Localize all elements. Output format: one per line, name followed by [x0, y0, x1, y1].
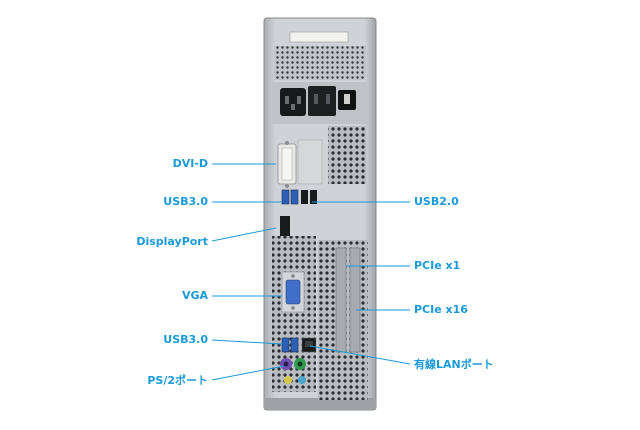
usb30-bottom-port-2	[290, 337, 299, 353]
side-vent-upper	[328, 126, 366, 184]
usb20-port-1	[301, 190, 308, 204]
power-inlet	[280, 88, 306, 116]
leader-lan	[309, 345, 411, 365]
leader-displayport	[211, 227, 277, 242]
vga-port	[285, 279, 301, 305]
usb30-bottom-port-1	[281, 337, 290, 353]
label-usb30-bottom: USB3.0	[163, 333, 208, 346]
leader-ps2	[211, 365, 285, 381]
label-lan: 有線LANポート	[414, 358, 494, 371]
audio-out-jack	[298, 376, 306, 384]
label-dvi-d: DVI-D	[172, 157, 208, 170]
audio-in-jack	[284, 376, 292, 384]
top-vent	[274, 46, 366, 80]
chassis-bottom-edge	[264, 398, 376, 410]
leader-usb30-bottom	[211, 339, 283, 345]
label-ps2: PS/2ポート	[147, 374, 208, 387]
pcie-x16-slot	[349, 247, 361, 353]
lower-vent-left	[272, 236, 316, 392]
power-outlet	[308, 86, 336, 116]
label-usb30-top: USB3.0	[163, 195, 208, 208]
label-pcie-x16: PCIe x16	[414, 303, 468, 316]
label-vga: VGA	[181, 289, 208, 302]
usb30-top-port-1	[281, 189, 290, 205]
pcie-x1-slot	[335, 247, 347, 353]
displayport-port	[280, 216, 290, 236]
usb20-port-2	[310, 190, 317, 204]
label-usb20: USB2.0	[414, 195, 459, 208]
top-sticker	[289, 31, 349, 43]
center-label	[297, 139, 323, 185]
label-displayport: DisplayPort	[136, 235, 208, 248]
leader-lines	[211, 163, 411, 381]
usb30-top-port-2	[290, 189, 299, 205]
label-pcie-x1: PCIe x1	[414, 259, 461, 272]
